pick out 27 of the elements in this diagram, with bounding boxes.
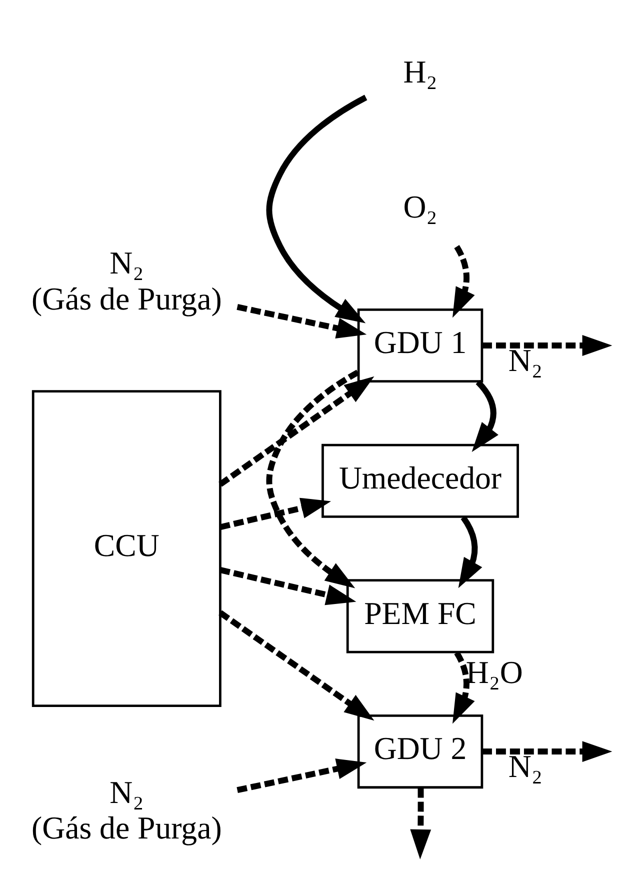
node-box: GDU 1 xyxy=(357,308,484,382)
arrow xyxy=(220,566,356,605)
node-box: PEM FC xyxy=(346,578,494,653)
arrow xyxy=(410,787,432,859)
node-box: CCU xyxy=(32,390,222,706)
arrow xyxy=(266,94,368,323)
edge-label: N₂ xyxy=(508,342,543,378)
arrow xyxy=(236,304,367,338)
arrow xyxy=(458,515,482,588)
node-text: H₂ xyxy=(403,54,438,89)
arrow xyxy=(482,740,612,762)
arrow xyxy=(266,369,360,588)
arrow xyxy=(482,334,612,356)
node-text: N₂ (Gás de Purga) xyxy=(31,774,222,846)
arrow xyxy=(236,758,367,793)
node-text: N₂ (Gás de Purga) xyxy=(31,244,222,316)
arrow xyxy=(220,497,332,530)
arrow xyxy=(452,650,475,724)
arrow xyxy=(218,376,374,486)
arrow xyxy=(472,379,498,452)
edge-label: H₂O xyxy=(466,654,523,690)
edge-label: N₂ xyxy=(508,748,543,784)
node-box: GDU 2 xyxy=(357,714,484,788)
arrow xyxy=(218,610,374,720)
node-box: Umedecedor xyxy=(322,443,519,518)
arrow xyxy=(452,244,475,318)
node-text: O₂ xyxy=(403,189,438,224)
